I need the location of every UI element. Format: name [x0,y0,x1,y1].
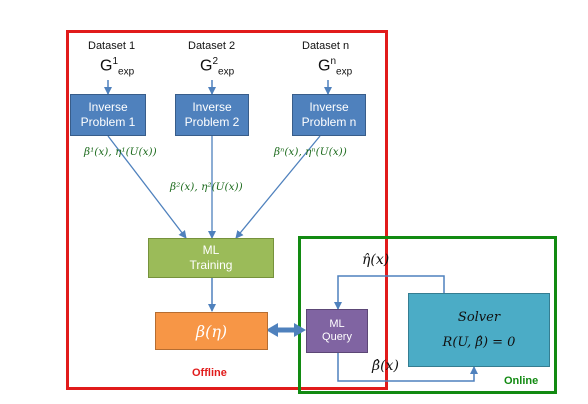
dataset-2-title: Dataset 2 [188,40,236,52]
output-label-1: β¹(x), η¹(U(x)) [84,146,157,158]
arrow-ip1-to-training [107,135,187,239]
model-box: β(η) [155,312,268,350]
output-label-n: βⁿ(x), ηⁿ(U(x)) [274,146,347,158]
offline-label: Offline [192,367,227,379]
g-exp-2: G2exp [200,56,235,78]
eta-hat-label: η̂(x) [362,252,390,268]
g-exp-1: G1exp [100,56,135,78]
online-frame [298,236,557,394]
arrowhead-left [266,323,278,337]
solver-box: Solver R(U, β̂) = 0 [408,293,550,367]
output-label-2: β²(x), η²(U(x)) [170,181,243,193]
beta-hat-label: β̂(x) [372,358,399,374]
model-label: β(η) [195,321,228,341]
dataset-n-title: Dataset n [302,40,350,52]
online-label: Online [504,375,539,387]
arrowhead-right [294,323,306,337]
arrow-solver-to-query [334,275,445,310]
g-exp-n: Gnexp [318,56,353,78]
offline-frame [66,30,388,390]
arrow-query-to-solver [337,353,478,382]
solver-equation: R(U, β̂) = 0 [442,335,516,350]
solver-title: Solver [457,310,501,325]
dataset-1-title: Dataset 1 [88,40,136,52]
arrow-ipn-to-training [235,135,321,239]
